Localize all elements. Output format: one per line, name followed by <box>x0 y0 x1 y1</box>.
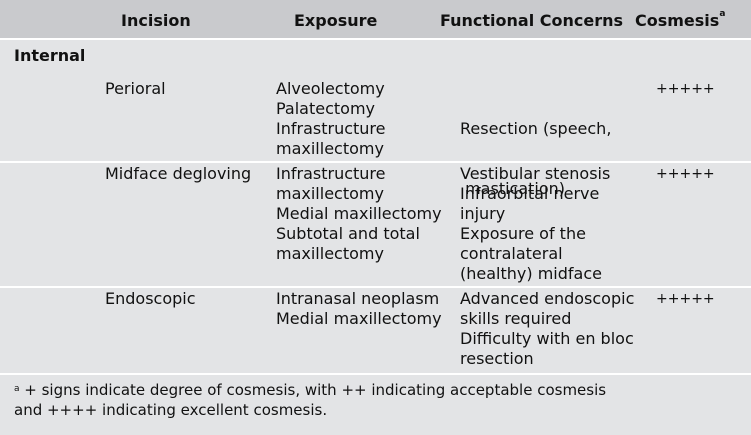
functional-line: Difficulty with en bloc <box>460 329 634 348</box>
header-exposure: Exposure <box>294 11 378 30</box>
functional-line: Vestibular stenosis <box>460 164 611 183</box>
functional-line: Infraorbital nerve <box>460 184 600 203</box>
header-cosmesis: Cosmesisa <box>635 9 726 30</box>
cell-cosmesis-endoscopic: +++++ <box>656 291 715 307</box>
header-divider <box>0 38 751 40</box>
functional-line: skills required <box>460 309 572 328</box>
row-divider <box>0 286 751 288</box>
footnote-marker: a <box>14 384 20 394</box>
functional-line: Resection (speech, <box>460 119 612 138</box>
cell-functional-endoscopic: Advanced endoscopic skills required Diff… <box>460 289 634 369</box>
exposure-line: Subtotal and total <box>276 224 420 243</box>
functional-line: injury <box>460 204 506 223</box>
header-incision: Incision <box>121 11 191 30</box>
cell-exposure-endoscopic: Intranasal neoplasm Medial maxillectomy <box>276 289 442 329</box>
functional-line: Exposure of the <box>460 224 586 243</box>
exposure-line: Palatectomy <box>276 99 376 118</box>
functional-line: (healthy) midface <box>460 264 602 283</box>
cell-incision-midface-degloving: Midface degloving <box>105 164 252 183</box>
cell-cosmesis-perioral: +++++ <box>656 81 715 97</box>
footnote-line-2: and ++++ indicating excellent cosmesis. <box>14 401 328 419</box>
table-footnote: a + signs indicate degree of cosmesis, w… <box>14 380 606 420</box>
cell-cosmesis-midface-degloving: +++++ <box>656 166 715 182</box>
functional-line: resection <box>460 349 534 368</box>
functional-line: Advanced endoscopic <box>460 289 635 308</box>
cell-exposure-midface-degloving: Infrastructure maxillectomy Medial maxil… <box>276 164 442 264</box>
cell-incision-perioral: Perioral <box>105 79 166 98</box>
exposure-line: maxillectomy <box>276 184 384 203</box>
exposure-line: Infrastructure <box>276 164 386 183</box>
cell-functional-midface-degloving: Vestibular stenosis Infraorbital nerve i… <box>460 164 610 284</box>
row-divider <box>0 161 751 163</box>
functional-line: mastication) <box>460 179 566 198</box>
table-header-band <box>0 0 751 38</box>
header-cosmesis-footnote-marker: a <box>719 9 726 19</box>
table-bottom-divider <box>0 373 751 375</box>
exposure-line: Infrastructure <box>276 119 386 138</box>
section-internal: Internal <box>14 46 86 65</box>
exposure-line: maxillectomy <box>276 244 384 263</box>
functional-line: contralateral <box>460 244 563 263</box>
exposure-line: Medial maxillectomy <box>276 204 442 223</box>
exposure-line: Intranasal neoplasm <box>276 289 440 308</box>
cell-exposure-perioral: Alveolectomy Palatectomy Infrastructure … <box>276 79 385 159</box>
footnote-line-1: + signs indicate degree of cosmesis, wit… <box>19 381 607 399</box>
cell-functional-perioral: Resection (speech, mastication) <box>460 79 611 219</box>
exposure-line: Alveolectomy <box>276 79 385 98</box>
exposure-line: Medial maxillectomy <box>276 309 442 328</box>
exposure-line: maxillectomy <box>276 139 384 158</box>
header-functional-concerns: Functional Concerns <box>440 11 624 30</box>
cell-incision-endoscopic: Endoscopic <box>105 289 196 308</box>
